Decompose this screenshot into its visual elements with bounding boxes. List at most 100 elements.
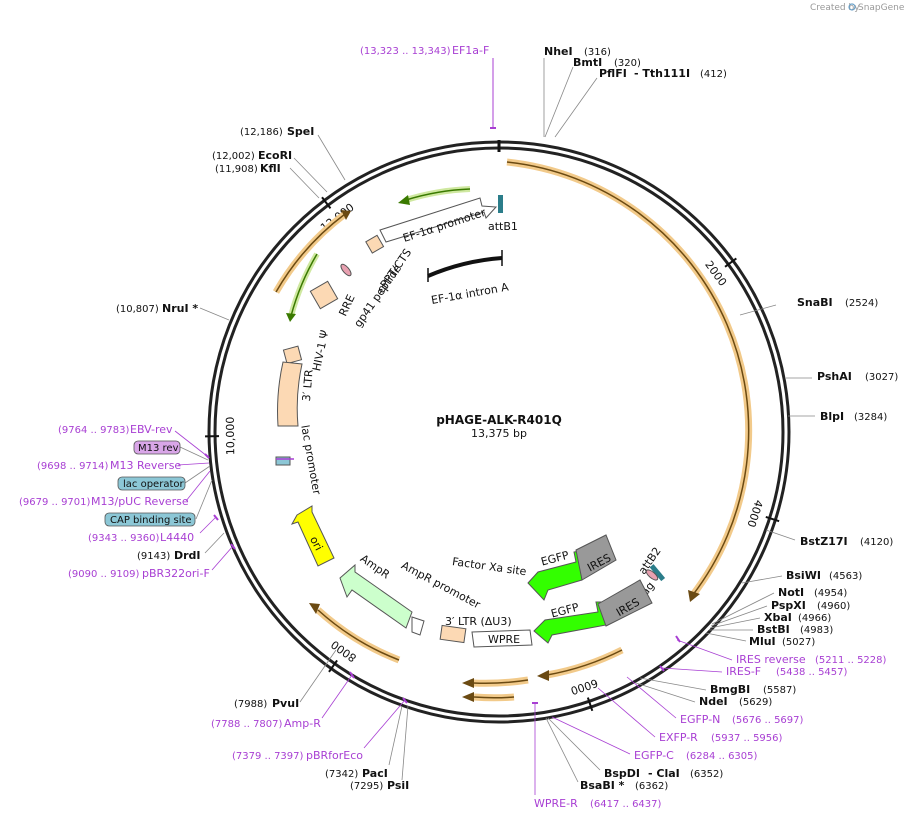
svg-text:- ClaI: - ClaI <box>648 767 680 780</box>
svg-text:(12,002): (12,002) <box>212 151 255 162</box>
enzyme-pshai: PshAI (3027) <box>786 370 898 383</box>
svg-text:BsaBI *: BsaBI * <box>580 779 625 792</box>
svg-text:(10,807): (10,807) <box>116 304 159 315</box>
enzyme-spei: SpeI (12,186) <box>240 125 346 181</box>
svg-text:(7342): (7342) <box>325 769 358 780</box>
enzyme-nrui: NruI * (10,807) <box>116 302 230 321</box>
svg-text:IRES reverse: IRES reverse <box>736 653 806 666</box>
tick-mark <box>321 196 332 210</box>
lac-promoter-label: lac promoter <box>298 424 323 496</box>
svg-text:EGFP-N: EGFP-N <box>680 713 720 726</box>
enzyme-bspdi: BspDI - ClaI (6352) <box>547 717 723 780</box>
enzyme-bsiwi: BsiWI (4563) <box>741 569 862 584</box>
tick-mark <box>328 659 338 673</box>
enzyme-bsabi: BsaBI * (6362) <box>545 717 668 792</box>
svg-text:(412): (412) <box>700 69 727 80</box>
svg-text:PshAI: PshAI <box>817 370 852 383</box>
svg-text:EcoRI: EcoRI <box>258 149 292 162</box>
ltr3-left-box <box>277 361 303 427</box>
svg-text:(3027): (3027) <box>865 372 898 383</box>
primer-ebv-rev: EBV-rev (9764 .. 9783) <box>58 423 210 459</box>
svg-text:(9090 .. 9109): (9090 .. 9109) <box>68 569 140 580</box>
svg-text:L4440: L4440 <box>160 531 194 544</box>
svg-text:BstZ17I: BstZ17I <box>800 535 848 548</box>
svg-text:(5027): (5027) <box>782 637 815 648</box>
svg-text:(5211 .. 5228): (5211 .. 5228) <box>815 655 887 666</box>
snapgene-logo-icon <box>848 3 856 11</box>
svg-text:(3284): (3284) <box>854 412 887 423</box>
primer-egfp-c: EGFP-C (6284 .. 6305) <box>551 716 758 762</box>
enzyme-mlui: MluI (5027) <box>705 632 815 648</box>
tick-mark <box>586 697 594 712</box>
svg-text:SpeI: SpeI <box>287 125 314 138</box>
wpre-box <box>471 629 533 648</box>
svg-text:BspDI: BspDI <box>604 767 640 780</box>
primer-exfp-r: EXFP-R (5937 .. 5956) <box>597 687 783 744</box>
svg-text:NruI *: NruI * <box>162 302 198 315</box>
svg-text:(9679 .. 9701): (9679 .. 9701) <box>19 497 91 508</box>
svg-text:PvuI: PvuI <box>272 697 299 710</box>
orf-arc-main <box>506 158 753 599</box>
svg-text:(11,908): (11,908) <box>215 164 258 175</box>
enzyme-snabi: SnaBI (2524) <box>739 296 878 316</box>
ltr3-left-label: 3′ LTR <box>300 368 316 401</box>
svg-text:(320): (320) <box>614 58 641 69</box>
ires2-feature <box>597 579 653 627</box>
svg-text:(6417 .. 6437): (6417 .. 6437) <box>590 799 662 810</box>
svg-text:(316): (316) <box>584 47 611 58</box>
enzyme-pflfi: PflFI - Tth111I (412) <box>554 67 727 138</box>
svg-text:(5629): (5629) <box>739 697 772 708</box>
svg-text:XbaI: XbaI <box>764 611 792 624</box>
svg-text:(4983): (4983) <box>800 625 833 636</box>
enzyme-bmti: BmtI (320) <box>544 56 641 138</box>
cppt-box <box>365 234 385 254</box>
svg-text:CAP binding site: CAP binding site <box>110 515 192 526</box>
rre-label: RRE <box>336 293 357 319</box>
enzyme-bmgbi: BmgBI (5587) <box>639 677 796 696</box>
svg-text:NheI: NheI <box>544 45 573 58</box>
attb2-marker <box>649 564 666 582</box>
primer-m13-puc-reverse: M13/pUC Reverse (9679 .. 9701) <box>19 470 211 508</box>
orf-arrowhead <box>688 590 700 602</box>
enzyme-xbai: XbaI (4966) <box>709 611 831 629</box>
enzyme-psii: PsiI (7295) <box>350 705 409 792</box>
svg-text:Amp-R: Amp-R <box>284 717 321 730</box>
svg-text:(9698 .. 9714): (9698 .. 9714) <box>37 461 109 472</box>
ires1-feature <box>575 534 617 581</box>
svg-text:pBR322ori-F: pBR322ori-F <box>142 567 210 580</box>
svg-text:DrdI: DrdI <box>174 549 201 562</box>
plasmid-name: pHAGE-ALK-R401Q <box>436 413 562 427</box>
ltr-du3-label: 3′ LTR (ΔU3) <box>445 615 512 628</box>
svg-text:(6362): (6362) <box>635 781 668 792</box>
svg-text:(9343 .. 9360): (9343 .. 9360) <box>88 533 160 544</box>
tick-mark <box>724 257 737 268</box>
enzyme-noti: NotI (4954) <box>711 586 847 625</box>
svg-text:M13 rev: M13 rev <box>138 443 179 454</box>
primer-ires-f: IRES-F (5438 .. 5457) <box>659 665 848 678</box>
svg-text:EGFP-C: EGFP-C <box>634 749 674 762</box>
svg-text:(7295): (7295) <box>350 781 383 792</box>
svg-text:EBV-rev: EBV-rev <box>130 423 173 436</box>
orf-arc-lower-left <box>315 607 401 664</box>
svg-text:(4960): (4960) <box>817 601 850 612</box>
svg-text:PspXI: PspXI <box>771 599 806 612</box>
svg-text:(5676 .. 5697): (5676 .. 5697) <box>732 715 804 726</box>
svg-text:(9143): (9143) <box>137 551 170 562</box>
wpre-label: WPRE <box>488 633 520 646</box>
svg-text:WPRE-R: WPRE-R <box>534 797 578 810</box>
primer-ires-reverse: IRES reverse (5211 .. 5228) <box>675 635 887 666</box>
ef1a-intron-arc <box>427 256 503 278</box>
ef1a-f-pos: (13,323 .. 13,343) <box>360 46 451 57</box>
svg-text:(5587): (5587) <box>763 685 796 696</box>
svg-text:(6352): (6352) <box>690 769 723 780</box>
lac-operator-marker <box>275 456 291 466</box>
tick-label: 10,000 <box>224 417 238 456</box>
attb1-label: attB1 <box>488 220 518 233</box>
ori-feature <box>290 505 335 567</box>
svg-text:(7988): (7988) <box>234 699 267 710</box>
orf-arc-upper-left <box>272 211 348 294</box>
svg-text:(12,186): (12,186) <box>240 127 283 138</box>
primer-l4440: L4440 (9343 .. 9360) <box>88 514 219 544</box>
svg-text:BlpI: BlpI <box>820 410 844 423</box>
enzyme-bstz17i: BstZ17I (4120) <box>765 529 893 548</box>
